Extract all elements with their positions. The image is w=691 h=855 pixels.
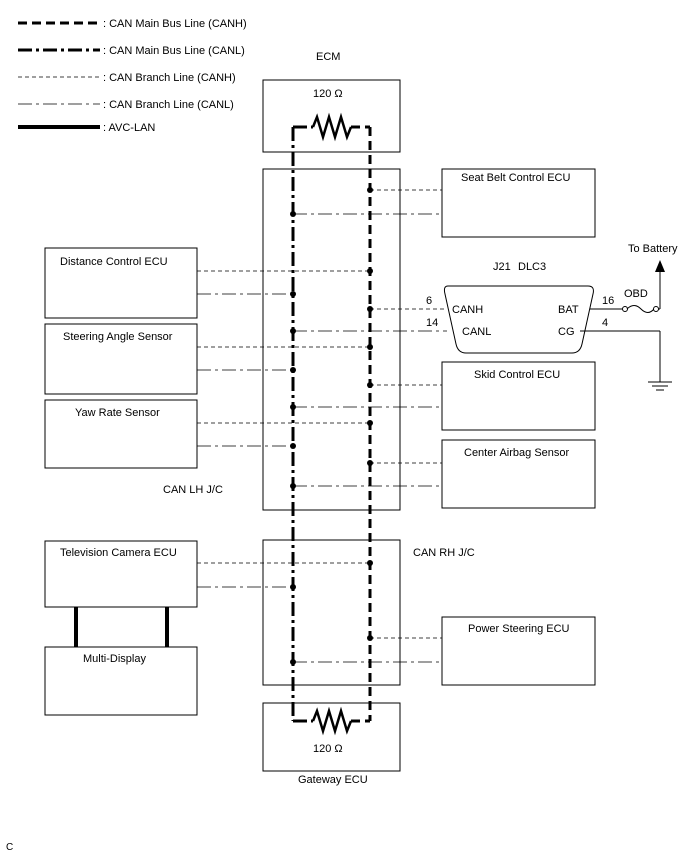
- legend-canh-branch-label: : CAN Branch Line (CANH): [103, 72, 236, 84]
- center-airbag-sensor-box: [441, 439, 596, 509]
- television-camera-ecu-box: [44, 540, 198, 608]
- seat-belt-control-ecu-label: Seat Belt Control ECU: [461, 172, 570, 184]
- steering-angle-sensor-box: [44, 323, 198, 395]
- steering-angle-sensor-label: Steering Angle Sensor: [63, 331, 173, 343]
- power-steering-ecu-box: [441, 616, 596, 686]
- battery-arrow-icon: [655, 260, 665, 272]
- ecm-terminating-resistor: [293, 112, 370, 142]
- skid-control-ecu-box: [441, 361, 596, 431]
- legend-avc-lan-label: : AVC-LAN: [103, 122, 155, 134]
- to-battery-label: To Battery: [628, 243, 678, 255]
- dlc-cg-label: CG: [558, 326, 575, 338]
- can-lh-junction-box: [262, 168, 401, 511]
- figure-code: C: [6, 842, 13, 853]
- dlc-canh-label: CANH: [452, 304, 483, 316]
- legend: : CAN Main Bus Line (CANH) : CAN Main Bu…: [18, 18, 247, 134]
- dlc-pin-canl: 14: [426, 317, 438, 329]
- seat-belt-control-ecu-box: [441, 168, 596, 238]
- dlc-name-label: DLC3: [518, 261, 546, 273]
- can-lh-junction-label: CAN LH J/C: [163, 484, 223, 496]
- junction-dots: [290, 187, 373, 665]
- center-airbag-sensor-label: Center Airbag Sensor: [464, 447, 570, 459]
- television-camera-ecu-label: Television Camera ECU: [60, 547, 177, 559]
- legend-canl-main-label: : CAN Main Bus Line (CANL): [103, 45, 245, 57]
- legend-canh-main-label: : CAN Main Bus Line (CANH): [103, 18, 247, 30]
- gateway-terminating-resistor: [293, 706, 370, 736]
- dlc3-connector-outline: [443, 285, 594, 354]
- ground-wire: [580, 330, 672, 391]
- yaw-rate-sensor-label: Yaw Rate Sensor: [75, 407, 160, 419]
- dlc-canl-label: CANL: [462, 326, 491, 338]
- dlc-id-label: J21: [493, 261, 511, 273]
- gateway-ecu-title: Gateway ECU: [298, 774, 368, 786]
- gateway-ecu-box: [262, 702, 401, 772]
- obd-fuse-label: OBD: [624, 288, 648, 300]
- power-steering-ecu-label: Power Steering ECU: [468, 623, 570, 635]
- dlc-pin-canh: 6: [426, 295, 432, 307]
- yaw-rate-sensor-box: [44, 399, 198, 469]
- multi-display-box: [44, 646, 198, 716]
- dlc-bat-label: BAT: [558, 304, 579, 316]
- skid-control-ecu-label: Skid Control ECU: [474, 369, 560, 381]
- can-rh-junction-label: CAN RH J/C: [413, 547, 475, 559]
- dlc-pin-cg: 4: [602, 317, 608, 329]
- battery-wire: [590, 260, 665, 313]
- ecm-box: [262, 79, 401, 153]
- ecm-title: ECM: [316, 51, 340, 63]
- distance-control-ecu-label: Distance Control ECU: [60, 256, 168, 268]
- can-rh-junction-box: [262, 539, 401, 686]
- legend-canl-branch-label: : CAN Branch Line (CANL): [103, 99, 234, 111]
- gateway-resistor-value: 120 Ω: [313, 743, 343, 755]
- multi-display-label: Multi-Display: [83, 653, 146, 665]
- ecm-resistor-value: 120 Ω: [313, 88, 343, 100]
- distance-control-ecu-box: [44, 247, 198, 319]
- dlc-pin-bat: 16: [602, 295, 614, 307]
